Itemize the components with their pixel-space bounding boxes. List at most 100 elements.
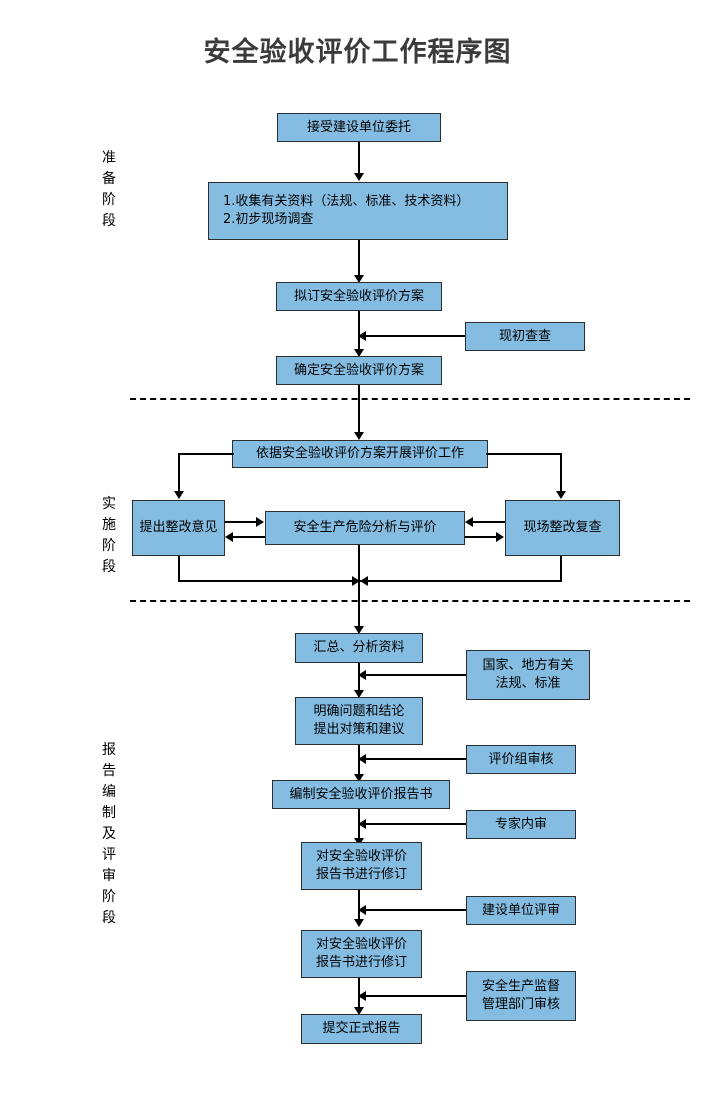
node-revise-report-1[interactable]: 对安全验收评价 报告书进行修订	[301, 842, 422, 890]
node-label-line1: 安全生产监督	[481, 979, 560, 994]
node-revise-report-2[interactable]: 对安全验收评价 报告书进行修订	[301, 930, 422, 978]
node-label: 接受建设单位委托	[306, 119, 411, 135]
arrowhead-left	[358, 819, 366, 829]
node-expert-internal-review[interactable]: 专家内审	[466, 810, 576, 839]
node-clarify-conclusions[interactable]: 明确问题和结论 提出对策和建议	[295, 697, 423, 745]
stage-char: 阶	[102, 538, 116, 554]
node-label-line2: 法规、标准	[495, 676, 561, 691]
node-confirm-plan[interactable]: 确定安全验收评价方案	[276, 356, 442, 385]
node-label: 专家内审	[494, 816, 547, 832]
connector-eval-branch-right-down	[560, 453, 562, 493]
connector-evalgroup-to-main	[366, 758, 466, 760]
arrowhead-down	[354, 275, 364, 283]
node-eval-group-review[interactable]: 评价组审核	[466, 745, 576, 774]
arrowhead-left	[358, 670, 366, 680]
node-compile-report[interactable]: 编制安全验收评价报告书	[272, 780, 450, 809]
connector-hazard-to-recheck	[465, 536, 497, 538]
stage-char: 告	[102, 763, 116, 779]
node-label: 提交正式报告	[322, 1021, 401, 1036]
arrowhead-right	[256, 517, 264, 527]
stage-char: 备	[102, 171, 116, 187]
stage-char: 阶	[102, 192, 116, 208]
arrowhead-left	[358, 991, 366, 1001]
stage-char: 审	[102, 868, 116, 884]
node-label-line2: 2.初步现场调查	[223, 212, 314, 227]
node-label: 拟订安全验收评价方案	[293, 288, 424, 304]
node-label-line1: 明确问题和结论	[313, 704, 405, 719]
stage-char: 段	[102, 910, 116, 926]
arrowhead-down	[354, 919, 364, 927]
stage-char: 段	[102, 559, 116, 575]
connector-accept-to-collect	[358, 142, 360, 174]
node-draft-plan[interactable]: 拟订安全验收评价方案	[276, 282, 442, 311]
arrowhead-down	[354, 774, 364, 782]
connector-supervision-to-main	[366, 995, 466, 997]
stage-label-implementation: 实 施 阶 段	[98, 494, 120, 578]
arrowhead-down	[354, 1007, 364, 1015]
stage-char: 报	[102, 742, 116, 758]
node-label-line2: 报告书进行修订	[315, 955, 407, 970]
node-label-line2: 管理部门审核	[481, 997, 560, 1012]
stage-char: 评	[102, 847, 116, 863]
arrowhead-left	[358, 331, 366, 341]
arrowhead-left	[358, 754, 366, 764]
stage-char: 阶	[102, 889, 116, 905]
connector-confirm-to-evaluation	[358, 385, 360, 436]
arrowhead-down	[354, 690, 364, 698]
connector-eval-branch-left	[178, 453, 234, 455]
arrowhead-left	[465, 517, 473, 527]
stage-char: 施	[102, 517, 116, 533]
node-construction-unit-review[interactable]: 建设单位评审	[466, 896, 576, 925]
node-collect-data[interactable]: 1.收集有关资料（法规、标准、技术资料） 2.初步现场调查	[208, 182, 508, 240]
connector-hazard-to-opinion	[233, 536, 265, 538]
arrowhead-left	[358, 905, 366, 915]
node-label: 安全生产危险分析与评价	[293, 520, 437, 535]
node-label: 提出整改意见	[139, 520, 218, 535]
arrowhead-left	[225, 532, 233, 542]
node-label-line1: 1.收集有关资料（法规、标准、技术资料）	[223, 194, 470, 209]
node-label: 现场整改复查	[523, 520, 602, 535]
node-label-line1: 对安全验收评价	[315, 937, 407, 952]
node-onsite-recheck[interactable]: 现场整改复查	[505, 500, 620, 556]
connector-survey-to-main	[366, 335, 465, 337]
node-national-local-regs[interactable]: 国家、地方有关 法规、标准	[466, 650, 590, 700]
stage-char: 实	[102, 496, 116, 512]
node-label-line2: 提出对策和建议	[313, 722, 405, 737]
connector-eval-branch-right	[486, 453, 562, 455]
node-label-line1: 国家、地方有关	[482, 658, 574, 673]
node-label: 编制安全验收评价报告书	[289, 786, 433, 802]
stage-label-report-review: 报 告 编 制 及 评 审 阶 段	[98, 740, 120, 929]
stage-char: 及	[102, 826, 116, 842]
node-hazard-analysis[interactable]: 安全生产危险分析与评价	[265, 511, 465, 545]
node-carry-out-evaluation[interactable]: 依据安全验收评价方案开展评价工作	[232, 440, 488, 468]
arrowhead-down	[556, 491, 566, 499]
node-rectification-opinion[interactable]: 提出整改意见	[132, 500, 225, 556]
node-label: 确定安全验收评价方案	[293, 362, 424, 378]
stage-separator-1	[130, 398, 690, 400]
node-label: 建设单位评审	[481, 902, 560, 918]
stage-char: 准	[102, 150, 116, 166]
connector-merge-right	[358, 580, 562, 582]
node-preliminary-survey[interactable]: 现初查查	[465, 322, 585, 351]
node-label: 评价组审核	[488, 751, 554, 767]
arrowhead-left	[360, 576, 368, 586]
arrowhead-right	[496, 532, 504, 542]
stage-char: 编	[102, 784, 116, 800]
node-accept-commission[interactable]: 接受建设单位委托	[277, 113, 441, 142]
arrowhead-down	[354, 349, 364, 357]
stage-char: 段	[102, 213, 116, 229]
node-summarize-analyze[interactable]: 汇总、分析资料	[295, 633, 423, 663]
connector-regs-to-main	[366, 674, 466, 676]
connector-constructionunit-to-main	[366, 909, 466, 911]
connector-recheck-down	[560, 556, 562, 582]
node-label-line2: 报告书进行修订	[315, 867, 407, 882]
arrowhead-down	[354, 173, 364, 181]
connector-opinion-down	[178, 556, 180, 582]
stage-separator-2	[130, 600, 690, 602]
node-safety-supervision-review[interactable]: 安全生产监督 管理部门审核	[466, 971, 576, 1021]
node-label: 现初查查	[498, 328, 551, 344]
node-submit-final-report[interactable]: 提交正式报告	[301, 1014, 422, 1044]
arrowhead-down	[354, 626, 364, 634]
connector-eval-branch-left-down	[178, 453, 180, 493]
